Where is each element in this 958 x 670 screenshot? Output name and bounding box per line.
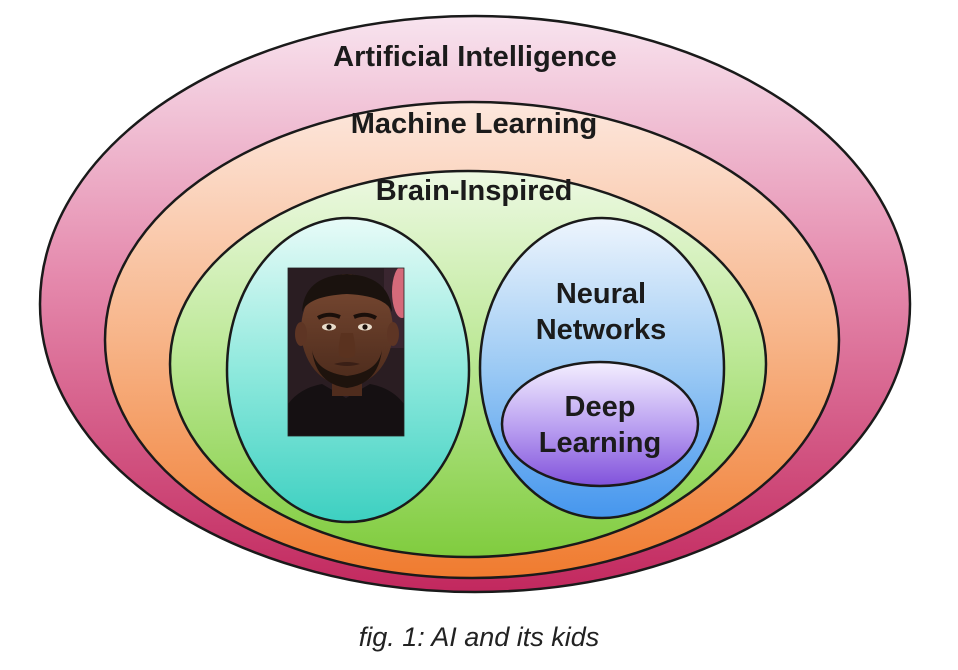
label-networks: Networks	[536, 314, 667, 346]
portrait-photo-icon	[288, 268, 404, 436]
label-deep: Deep	[565, 391, 636, 423]
region-deep-learning	[500, 360, 700, 488]
figure-caption: fig. 1: AI and its kids	[358, 622, 600, 652]
photo-frame	[287, 267, 405, 437]
label-machine-learning: Machine Learning	[351, 108, 598, 140]
label-learning: Learning	[539, 427, 661, 459]
label-neural: Neural	[556, 278, 646, 310]
label-brain-inspired: Brain-Inspired	[376, 175, 573, 207]
label-artificial-intelligence: Artificial Intelligence	[333, 41, 617, 73]
